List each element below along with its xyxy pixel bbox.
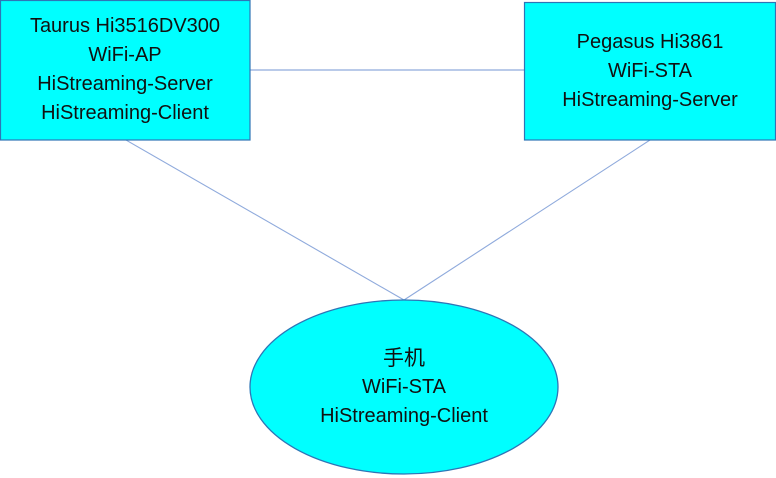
- pegasus-wifi-mode: WiFi-STA: [607, 59, 693, 82]
- node-phone-label: 手机 WiFi-STA HiStreaming-Client: [250, 342, 558, 432]
- phone-name: 手机: [383, 345, 425, 370]
- pegasus-role-server: HiStreaming-Server: [562, 88, 738, 111]
- node-pegasus-box: [523, 1, 776, 141]
- taurus-wifi-mode: WiFi-AP: [88, 44, 162, 66]
- node-taurus-box: [0, 0, 251, 141]
- edge-taurus-phone: [125, 139, 405, 301]
- phone-wifi-mode: WiFi-STA: [361, 375, 447, 398]
- node-pegasus-label: Pegasus Hi3861 WiFi-STA HiStreaming-Serv…: [524, 2, 776, 140]
- phone-role-client: HiStreaming-Client: [320, 404, 488, 427]
- node-taurus-label: Taurus Hi3516DV300 WiFi-AP HiStreaming-S…: [0, 0, 250, 140]
- taurus-model: Taurus Hi3516DV300: [29, 15, 221, 37]
- taurus-role-server: HiStreaming-Server: [37, 73, 213, 95]
- pegasus-model: Pegasus Hi3861: [576, 30, 724, 53]
- edge-pegasus-phone: [403, 139, 651, 301]
- node-phone-ellipse: [249, 299, 559, 475]
- taurus-role-client: HiStreaming-Client: [41, 102, 209, 124]
